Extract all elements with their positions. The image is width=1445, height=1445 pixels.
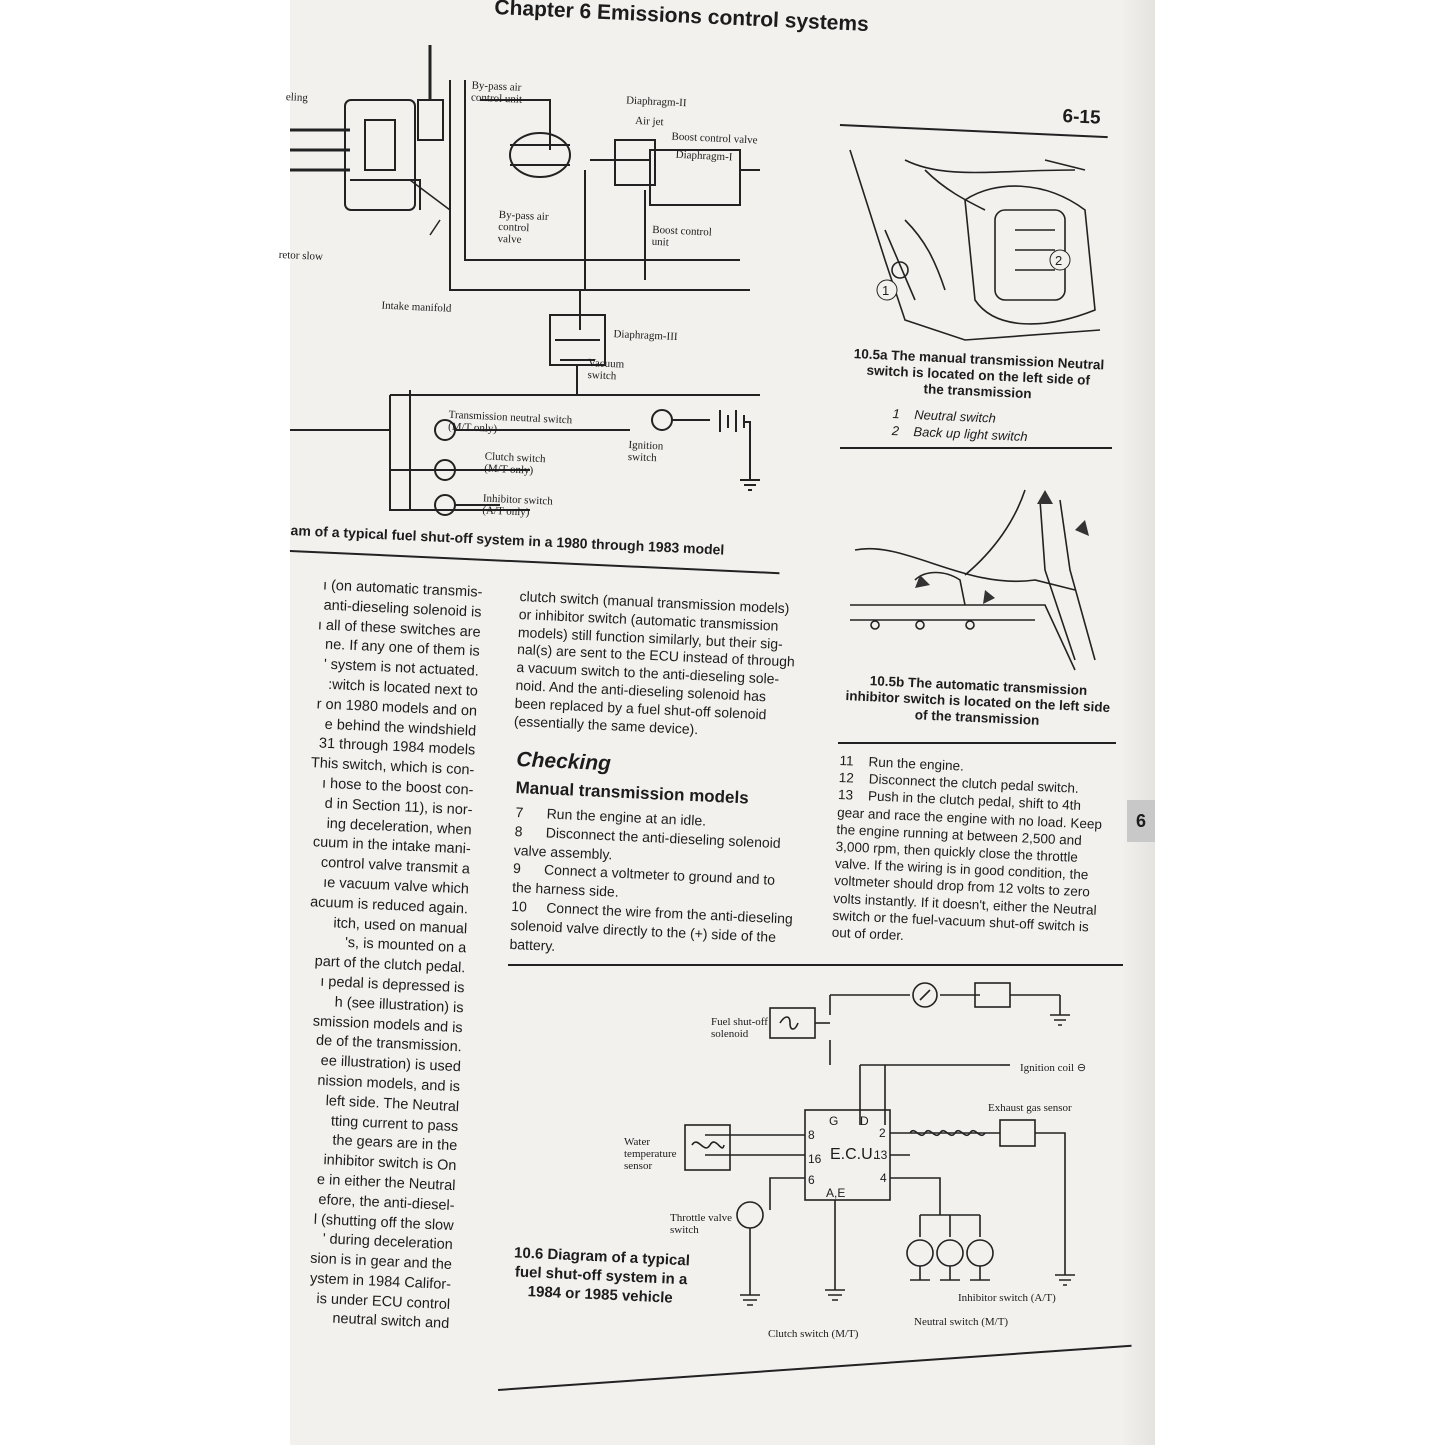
ecu-pin-13: 13 <box>874 1148 888 1162</box>
label-air-jet: Air jet <box>634 114 664 129</box>
label-water-temperature-sensor: Water temperature sensor <box>624 1136 677 1172</box>
page-number: 6-15 <box>1062 106 1101 129</box>
fig-105b-rule <box>838 742 1116 744</box>
label-ignition-switch: Ignition switch <box>627 438 664 465</box>
fig-105b-illustration <box>850 489 1096 671</box>
ecu-pin-g: G <box>829 1114 839 1128</box>
manual-transmission-steps: 7 Run the engine at an idle. 8 Disconnec… <box>509 803 794 954</box>
callout-1: 1 <box>882 283 889 298</box>
label-inhibitor-switch: Inhibitor switch (A/T only) <box>482 492 554 519</box>
label-inhibitor-switch-at: Inhibitor switch (A/T) <box>958 1292 1056 1304</box>
label-bypass-air-control-valve: By-pass air control valve <box>497 208 549 246</box>
label-clutch-switch: Clutch switch (M/T only) <box>483 450 546 477</box>
fig-105a-legend: 1 Neutral switch 2 Back up light switch <box>891 405 1028 445</box>
middle-column-intro: clutch switch (manual transmission model… <box>513 588 796 737</box>
label-boost-control-unit: Boost control unit <box>651 223 713 249</box>
label-eling: eling <box>285 91 309 105</box>
label-retor-slow: retor slow <box>278 248 324 263</box>
ecu-pin-16: 16 <box>808 1152 822 1166</box>
ecu-pin-ae: A,E <box>826 1186 846 1200</box>
left-column-text: ı (on automatic transmis- anti-dieseling… <box>309 577 483 1333</box>
label-exhaust-gas-sensor: Exhaust gas sensor <box>988 1102 1072 1114</box>
checking-heading: Checking <box>515 748 612 776</box>
fig-106-diagram <box>684 982 1075 1306</box>
chapter-side-tab: 6 <box>1127 800 1155 842</box>
middle-rule <box>508 964 1123 966</box>
label-bypass-air-control-unit: By-pass air control unit <box>470 79 523 106</box>
manual-page <box>290 0 1155 1445</box>
label-diaphragm-i: Diaphragm-I <box>675 148 733 164</box>
label-throttle-valve-switch: Throttle valve switch <box>670 1212 733 1236</box>
fig-105a-illustration: 1 2 <box>849 149 1101 341</box>
ecu-pin-4: 4 <box>880 1171 887 1185</box>
ecu-pin-6: 6 <box>808 1173 815 1187</box>
label-ignition-coil: Ignition coil ⊖ <box>1020 1062 1087 1074</box>
label-neutral-switch-mt: Neutral switch (M/T) <box>914 1316 1009 1328</box>
ecu-pin-2: 2 <box>879 1126 886 1140</box>
callout-2: 2 <box>1055 253 1062 268</box>
label-clutch-switch-mt: Clutch switch (M/T) <box>768 1328 859 1340</box>
ecu-pin-d: D <box>860 1114 869 1128</box>
fig-top-diagram <box>290 45 760 516</box>
ecu-label: E.C.U. <box>830 1146 878 1163</box>
page-shadow <box>1120 0 1155 1445</box>
right-column-steps: 11 Run the engine. 12 Disconnect the clu… <box>831 752 1103 944</box>
label-fuel-shutoff-solenoid: Fuel shut-off solenoid <box>711 1016 768 1040</box>
ecu-pin-8: 8 <box>808 1128 815 1142</box>
fig-106-caption: 10.6 Diagram of a typical fuel shut-off … <box>513 1244 691 1307</box>
fig-105a-rule <box>840 447 1112 449</box>
label-vacuum-switch: Vacuum switch <box>587 357 625 383</box>
